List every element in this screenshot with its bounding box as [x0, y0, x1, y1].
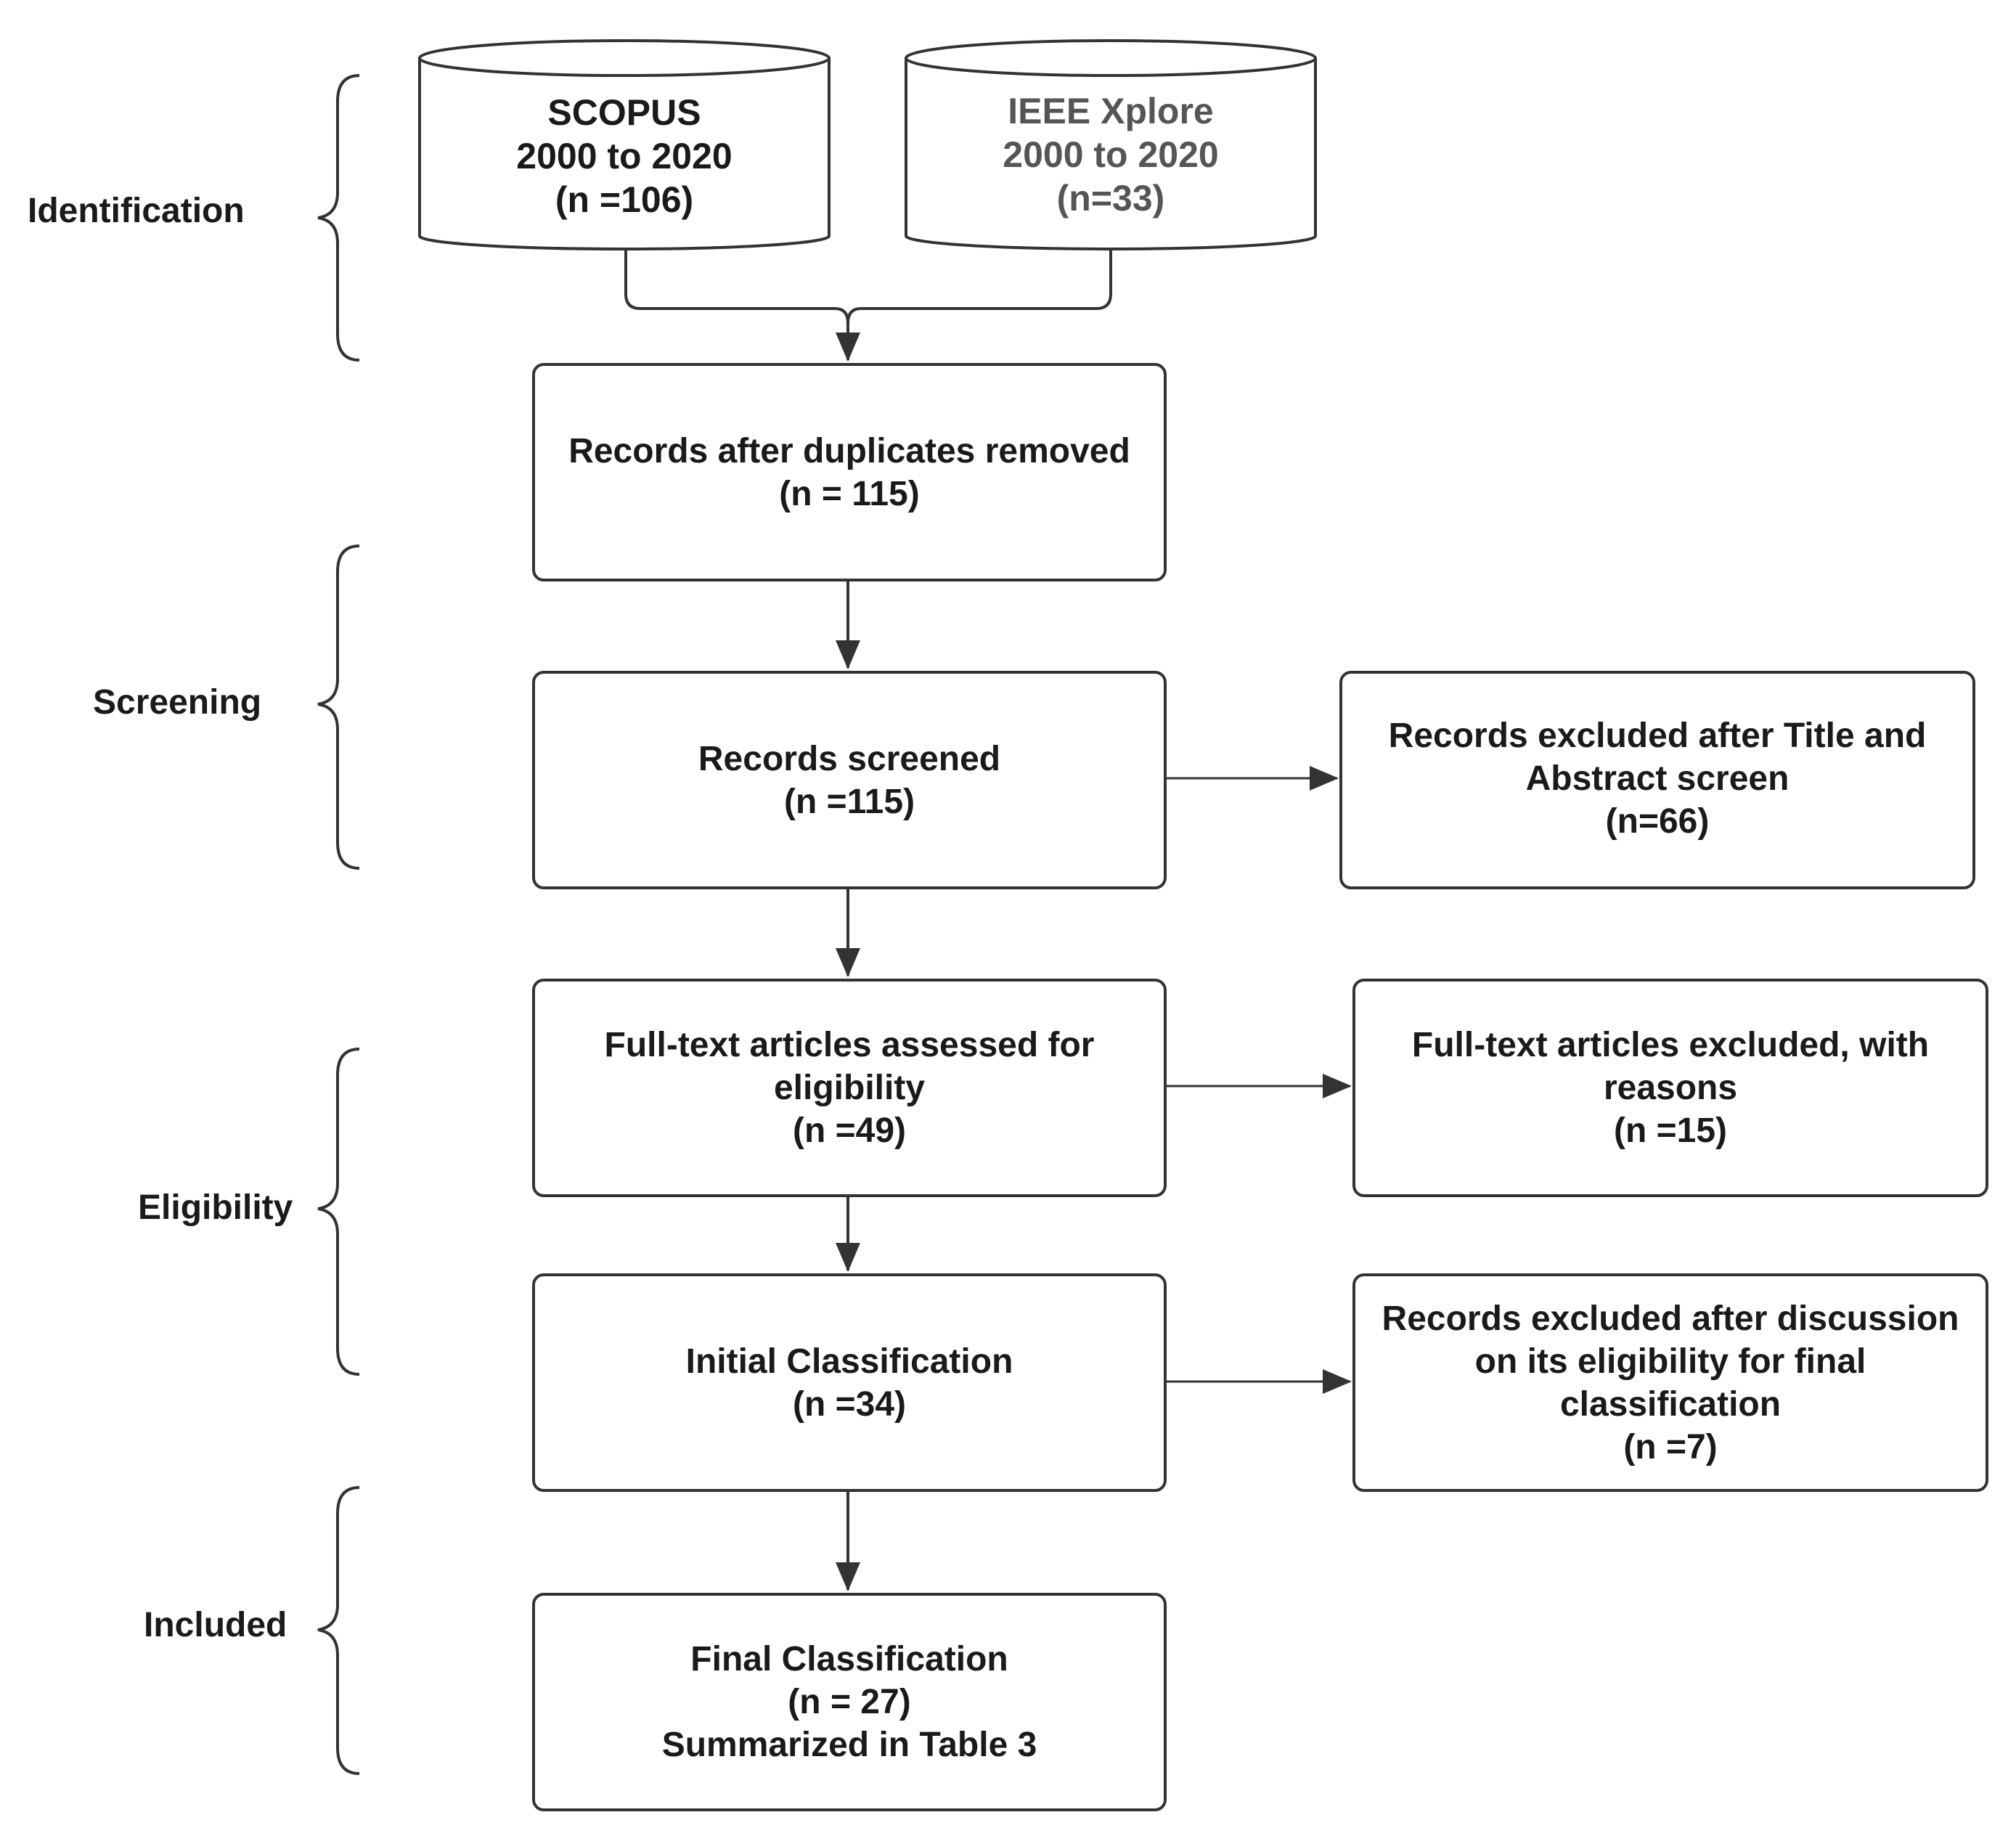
records-screened-label: Records screened: [698, 739, 1001, 778]
excluded-title-abstract-line1: Records excluded after Title and: [1388, 717, 1927, 755]
box-final-classification: Final Classification (n = 27) Summarized…: [532, 1593, 1167, 1811]
scopus-count: (n =106): [555, 179, 694, 220]
box-fulltext-excluded: Full-text articles excluded, with reason…: [1352, 979, 1988, 1197]
final-classification-count: (n = 27): [788, 1683, 911, 1721]
fulltext-assessed-count: (n =49): [792, 1111, 907, 1150]
ieee-count: (n=33): [1056, 178, 1165, 219]
stage-eligibility: Eligibility: [138, 1188, 293, 1227]
brace-screening: [317, 544, 360, 870]
initial-classification-count: (n =34): [792, 1384, 907, 1424]
excluded-discussion-line1: Records excluded after discussion: [1382, 1299, 1959, 1338]
box-records-screened: Records screened (n =115): [532, 671, 1167, 889]
scopus-database-cylinder: [418, 39, 831, 250]
excluded-title-abstract-line2: Abstract screen: [1525, 759, 1789, 798]
box-fulltext-assessed: Full-text articles assessed for eligibil…: [532, 979, 1167, 1197]
stage-included: Included: [144, 1606, 287, 1644]
stage-identification: Identification: [28, 192, 245, 230]
duplicates-removed-label: Records after duplicates removed: [568, 431, 1130, 470]
stage-screening: Screening: [93, 683, 262, 722]
fulltext-assessed-line1: Full-text articles assessed for: [604, 1026, 1095, 1064]
merge-connector: [624, 250, 1112, 324]
scopus-database: SCOPUS 2000 to 2020 (n =106): [420, 80, 829, 232]
scopus-years: 2000 to 2020: [516, 136, 732, 176]
fulltext-excluded-line1: Full-text articles excluded, with: [1411, 1026, 1930, 1064]
excluded-title-abstract-count: (n=66): [1605, 802, 1710, 841]
box-excluded-title-abstract: Records excluded after Title and Abstrac…: [1339, 671, 1975, 889]
final-classification-note: Summarized in Table 3: [661, 1726, 1037, 1764]
scopus-name: SCOPUS: [547, 92, 701, 133]
ieee-database-cylinder: [905, 39, 1317, 250]
brace-included: [317, 1486, 360, 1775]
ieee-database: IEEE Xplore 2000 to 2020 (n=33): [906, 78, 1315, 231]
fulltext-excluded-line2: reasons: [1603, 1069, 1738, 1107]
duplicates-removed-count: (n = 115): [779, 474, 920, 513]
ieee-years: 2000 to 2020: [1003, 134, 1219, 175]
records-screened-count: (n =115): [783, 782, 915, 821]
excluded-discussion-line3: classification: [1559, 1384, 1782, 1424]
fulltext-assessed-line2: eligibility: [773, 1069, 926, 1107]
box-excluded-discussion: Records excluded after discussion on its…: [1352, 1273, 1988, 1492]
initial-classification-label: Initial Classification: [685, 1342, 1013, 1381]
box-duplicates-removed: Records after duplicates removed (n = 11…: [532, 363, 1167, 582]
ieee-name: IEEE Xplore: [1008, 91, 1214, 131]
excluded-discussion-count: (n =7): [1623, 1427, 1718, 1466]
brace-identification: [317, 74, 360, 362]
fulltext-excluded-count: (n =15): [1613, 1111, 1728, 1150]
excluded-discussion-line2: on its eligibility for final: [1474, 1342, 1866, 1381]
final-classification-label: Final Classification: [690, 1640, 1008, 1678]
box-initial-classification: Initial Classification (n =34): [532, 1273, 1167, 1492]
brace-eligibility: [317, 1048, 360, 1376]
